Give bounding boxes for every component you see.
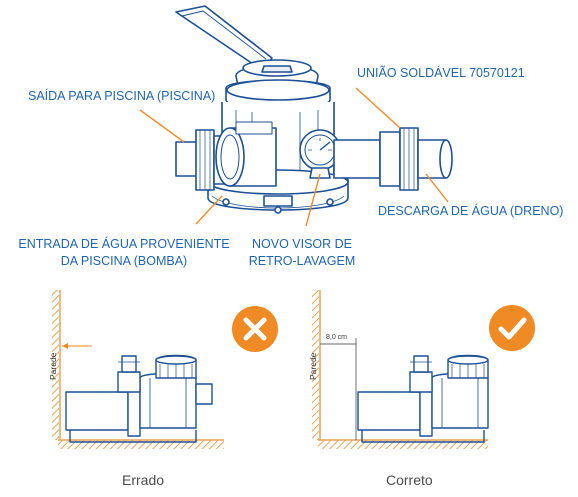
panel-wrong-drawing [52,290,224,449]
x-icon [232,306,278,352]
label-entrada-line2: DA PISCINA (BOMBA) [60,254,188,268]
label-entrada-agua: ENTRADA DE ÁGUA PROVENIENTE DA PISCINA (… [10,236,238,270]
label-visor-line2: RETRO-LAVAGEM [248,254,356,268]
panel-correct-drawing [312,290,489,449]
multiport-valve [175,5,453,214]
label-descarga-agua: DESCARGA DE ÁGUA (DRENO) [378,204,564,218]
label-entrada-line1: ENTRADA DE ÁGUA PROVENIENTE [18,237,230,251]
label-saida-piscina: SAÍDA PARA PISCINA (PISCINA) [28,89,216,103]
check-icon [489,305,535,351]
wall-label-correct: Parede [308,352,318,380]
label-uniao-soldavel: UNIÃO SOLDÁVEL 70570121 [357,66,525,80]
wall-label-wrong: Parede [48,352,58,380]
caption-wrong: Errado [122,472,165,488]
leader-lines [139,87,449,227]
distance-label: 8,0 cm [326,334,348,341]
label-visor-retrolavagem: NOVO VISOR DE RETRO-LAVAGEM [245,236,359,270]
label-visor-line1: NOVO VISOR DE [251,237,353,251]
valve-handle [175,5,273,71]
right-port [333,139,381,179]
caption-correct: Correto [386,472,433,488]
